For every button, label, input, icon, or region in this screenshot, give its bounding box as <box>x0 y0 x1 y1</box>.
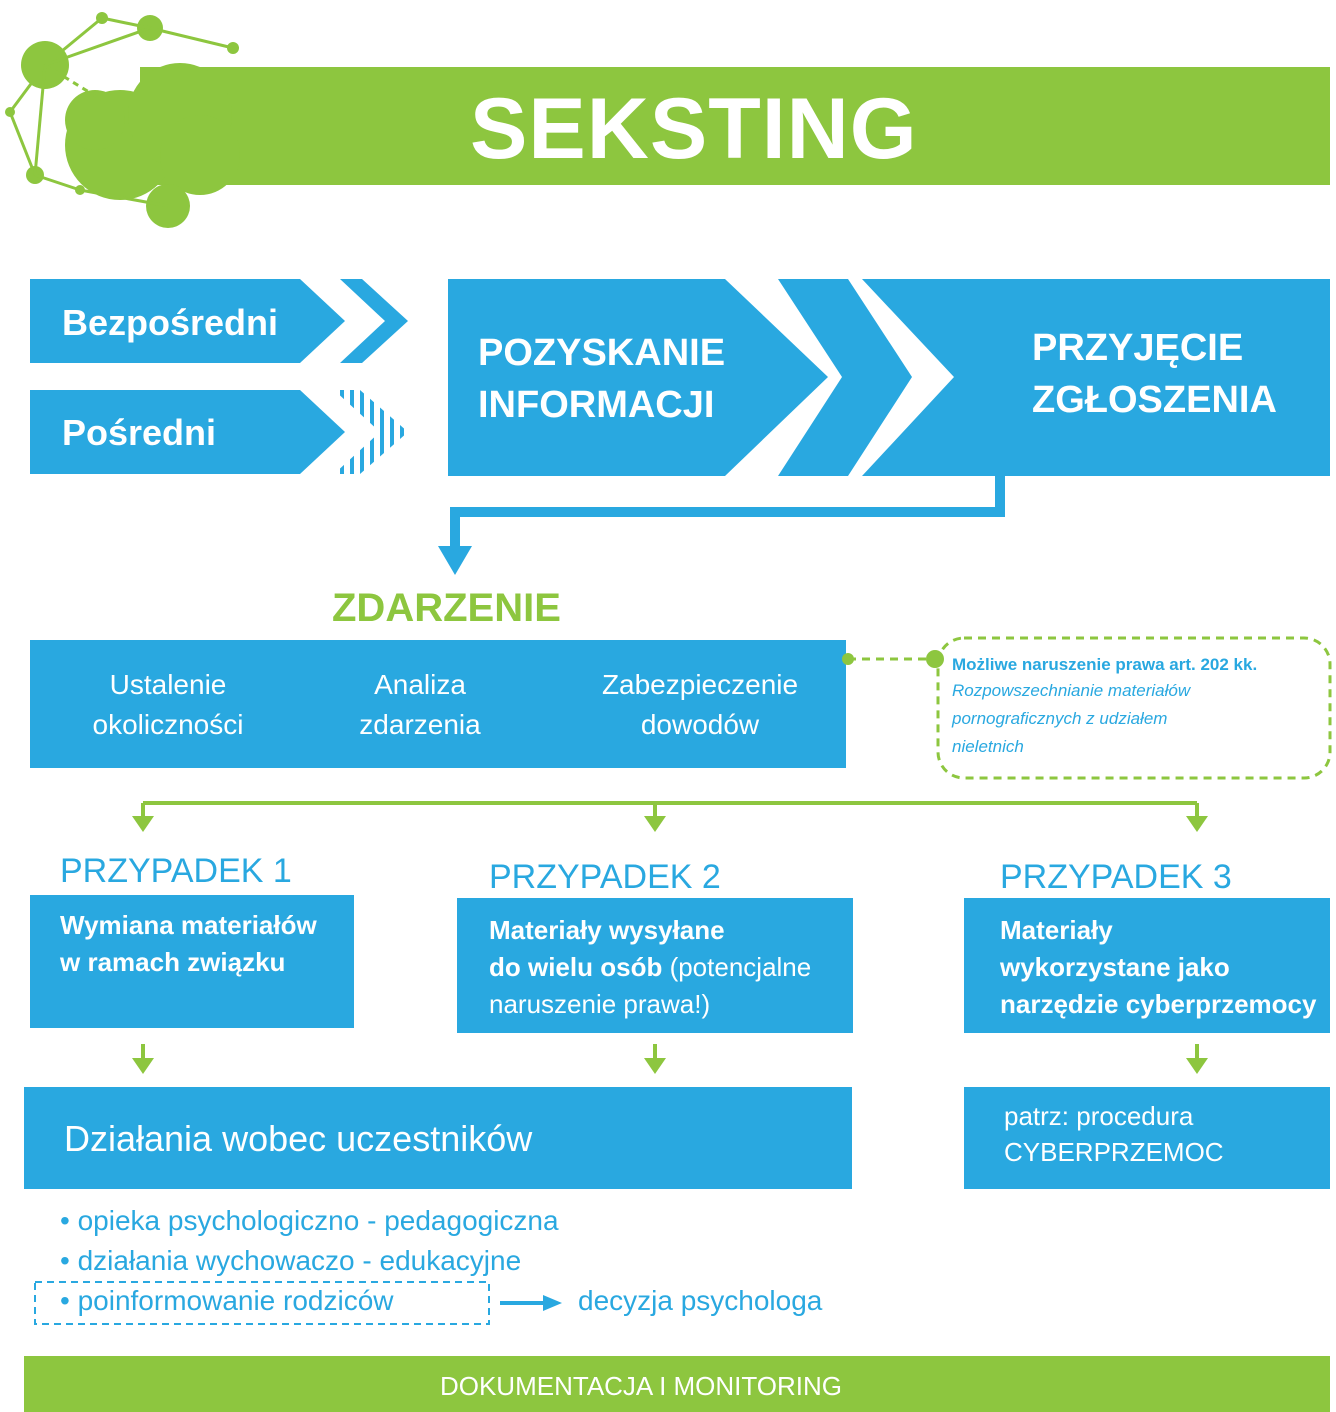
step1-label: POZYSKANIE INFORMACJI <box>478 327 725 431</box>
footer-band <box>24 1356 1330 1412</box>
see-also-line: patrz: procedura <box>1004 1101 1194 1131</box>
event-step-evidence: Zabezpieczenie dowodów <box>560 665 840 745</box>
legal-note: Możliwe naruszenie prawa art. 202 kk. Ro… <box>952 655 1324 761</box>
footer-label: DOKUMENTACJA I MONITORING <box>439 1371 843 1401</box>
event-step-circumstances: Ustalenie okoliczności <box>48 665 288 745</box>
indirect-arrow-shape <box>30 390 345 474</box>
event-step-line: Ustalenie <box>109 669 227 700</box>
actions-title: Działania wobec uczestników <box>64 1118 533 1159</box>
event-step-line: zdarzenia <box>359 709 481 740</box>
case2-line: naruszenie prawa!) <box>489 989 711 1019</box>
event-step-analysis: Analiza zdarzenia <box>300 665 540 745</box>
step1-line2: INFORMACJI <box>478 384 715 426</box>
event-step-line: dowodów <box>640 709 760 740</box>
case3-line: narzędzie cyberprzemocy <box>1000 989 1317 1019</box>
case1-line: Wymiana materiałów <box>60 910 317 940</box>
step1-shape <box>448 279 828 476</box>
event-step-line: okoliczności <box>92 709 244 740</box>
see-also-box <box>964 1087 1330 1189</box>
action-bullet-parents: • poinformowanie rodziców <box>60 1285 394 1316</box>
direct-arrow-shape <box>30 279 345 363</box>
case2-line-bold: do wielu osób <box>489 952 663 982</box>
source-indirect-label: Pośredni <box>62 412 217 453</box>
legal-note-line: pornograficznych z udziałem <box>952 709 1168 728</box>
decision-label: decyzja psychologa <box>578 1285 823 1316</box>
connector-to-event <box>450 476 1005 550</box>
step2-line2: ZGŁOSZENIA <box>1032 379 1277 421</box>
event-box <box>30 640 846 768</box>
case3-box <box>964 898 1330 1033</box>
legal-note-line: nieletnich <box>952 737 1024 756</box>
case2-line: Materiały wysyłane <box>489 915 725 945</box>
event-step-line: Zabezpieczenie <box>601 669 799 700</box>
case1-title: PRZYPADEK 1 <box>60 852 292 890</box>
decision-arrow <box>543 1295 562 1311</box>
indirect-chevron-striped <box>334 390 408 474</box>
step2-line1: PRZYJĘCIE <box>1032 327 1244 369</box>
see-also: patrz: procedura CYBERPRZEMOC <box>1004 1098 1224 1170</box>
step2-label: PRZYJĘCIE ZGŁOSZENIA <box>1032 322 1277 426</box>
see-also-line: CYBERPRZEMOC <box>1004 1137 1224 1167</box>
event-step-line: Analiza <box>374 669 466 700</box>
branch-connectors <box>132 801 1208 1074</box>
direct-chevron <box>340 279 408 363</box>
parents-dashed-frame <box>34 1281 490 1325</box>
step1-line1: POZYSKANIE <box>478 332 726 374</box>
connector-arrowhead <box>438 546 472 575</box>
case2-line-normal: (potencjalne <box>662 952 812 982</box>
case1-box <box>30 895 354 1028</box>
step2-shape <box>862 279 1330 476</box>
action-bullet-education: • działania wychowaczo - edukacyjne <box>60 1245 522 1276</box>
case3-title: PRZYPADEK 3 <box>1000 858 1232 896</box>
action-bullet-care: • opieka psychologiczno - pedagogiczna <box>60 1205 559 1236</box>
actions-box <box>24 1087 852 1189</box>
case3-body: Materiały wykorzystane jako narzędzie cy… <box>1000 912 1328 1023</box>
case1-body: Wymiana materiałów w ramach związku <box>60 907 350 981</box>
case3-line: wykorzystane jako <box>1000 952 1230 982</box>
case2-line: do wielu osób (potencjalne <box>489 949 851 986</box>
network-cloud-logo <box>5 12 240 228</box>
page-title: SEKSTING <box>470 81 918 177</box>
header-band <box>140 67 1330 185</box>
case2-body: Materiały wysyłane do wielu osób (potenc… <box>489 912 851 1023</box>
case2-box <box>457 898 853 1033</box>
step-chevron <box>778 279 912 476</box>
case3-line: Materiały <box>1000 915 1113 945</box>
legal-note-line: Rozpowszechnianie materiałów <box>952 681 1191 700</box>
legal-note-frame <box>936 636 1332 780</box>
event-title: ZDARZENIE <box>332 586 561 630</box>
source-direct-label: Bezpośredni <box>62 302 279 343</box>
case2-title: PRZYPADEK 2 <box>489 858 721 896</box>
legal-note-heading: Możliwe naruszenie prawa art. 202 kk. <box>952 655 1258 674</box>
case1-line: w ramach związku <box>60 947 286 977</box>
